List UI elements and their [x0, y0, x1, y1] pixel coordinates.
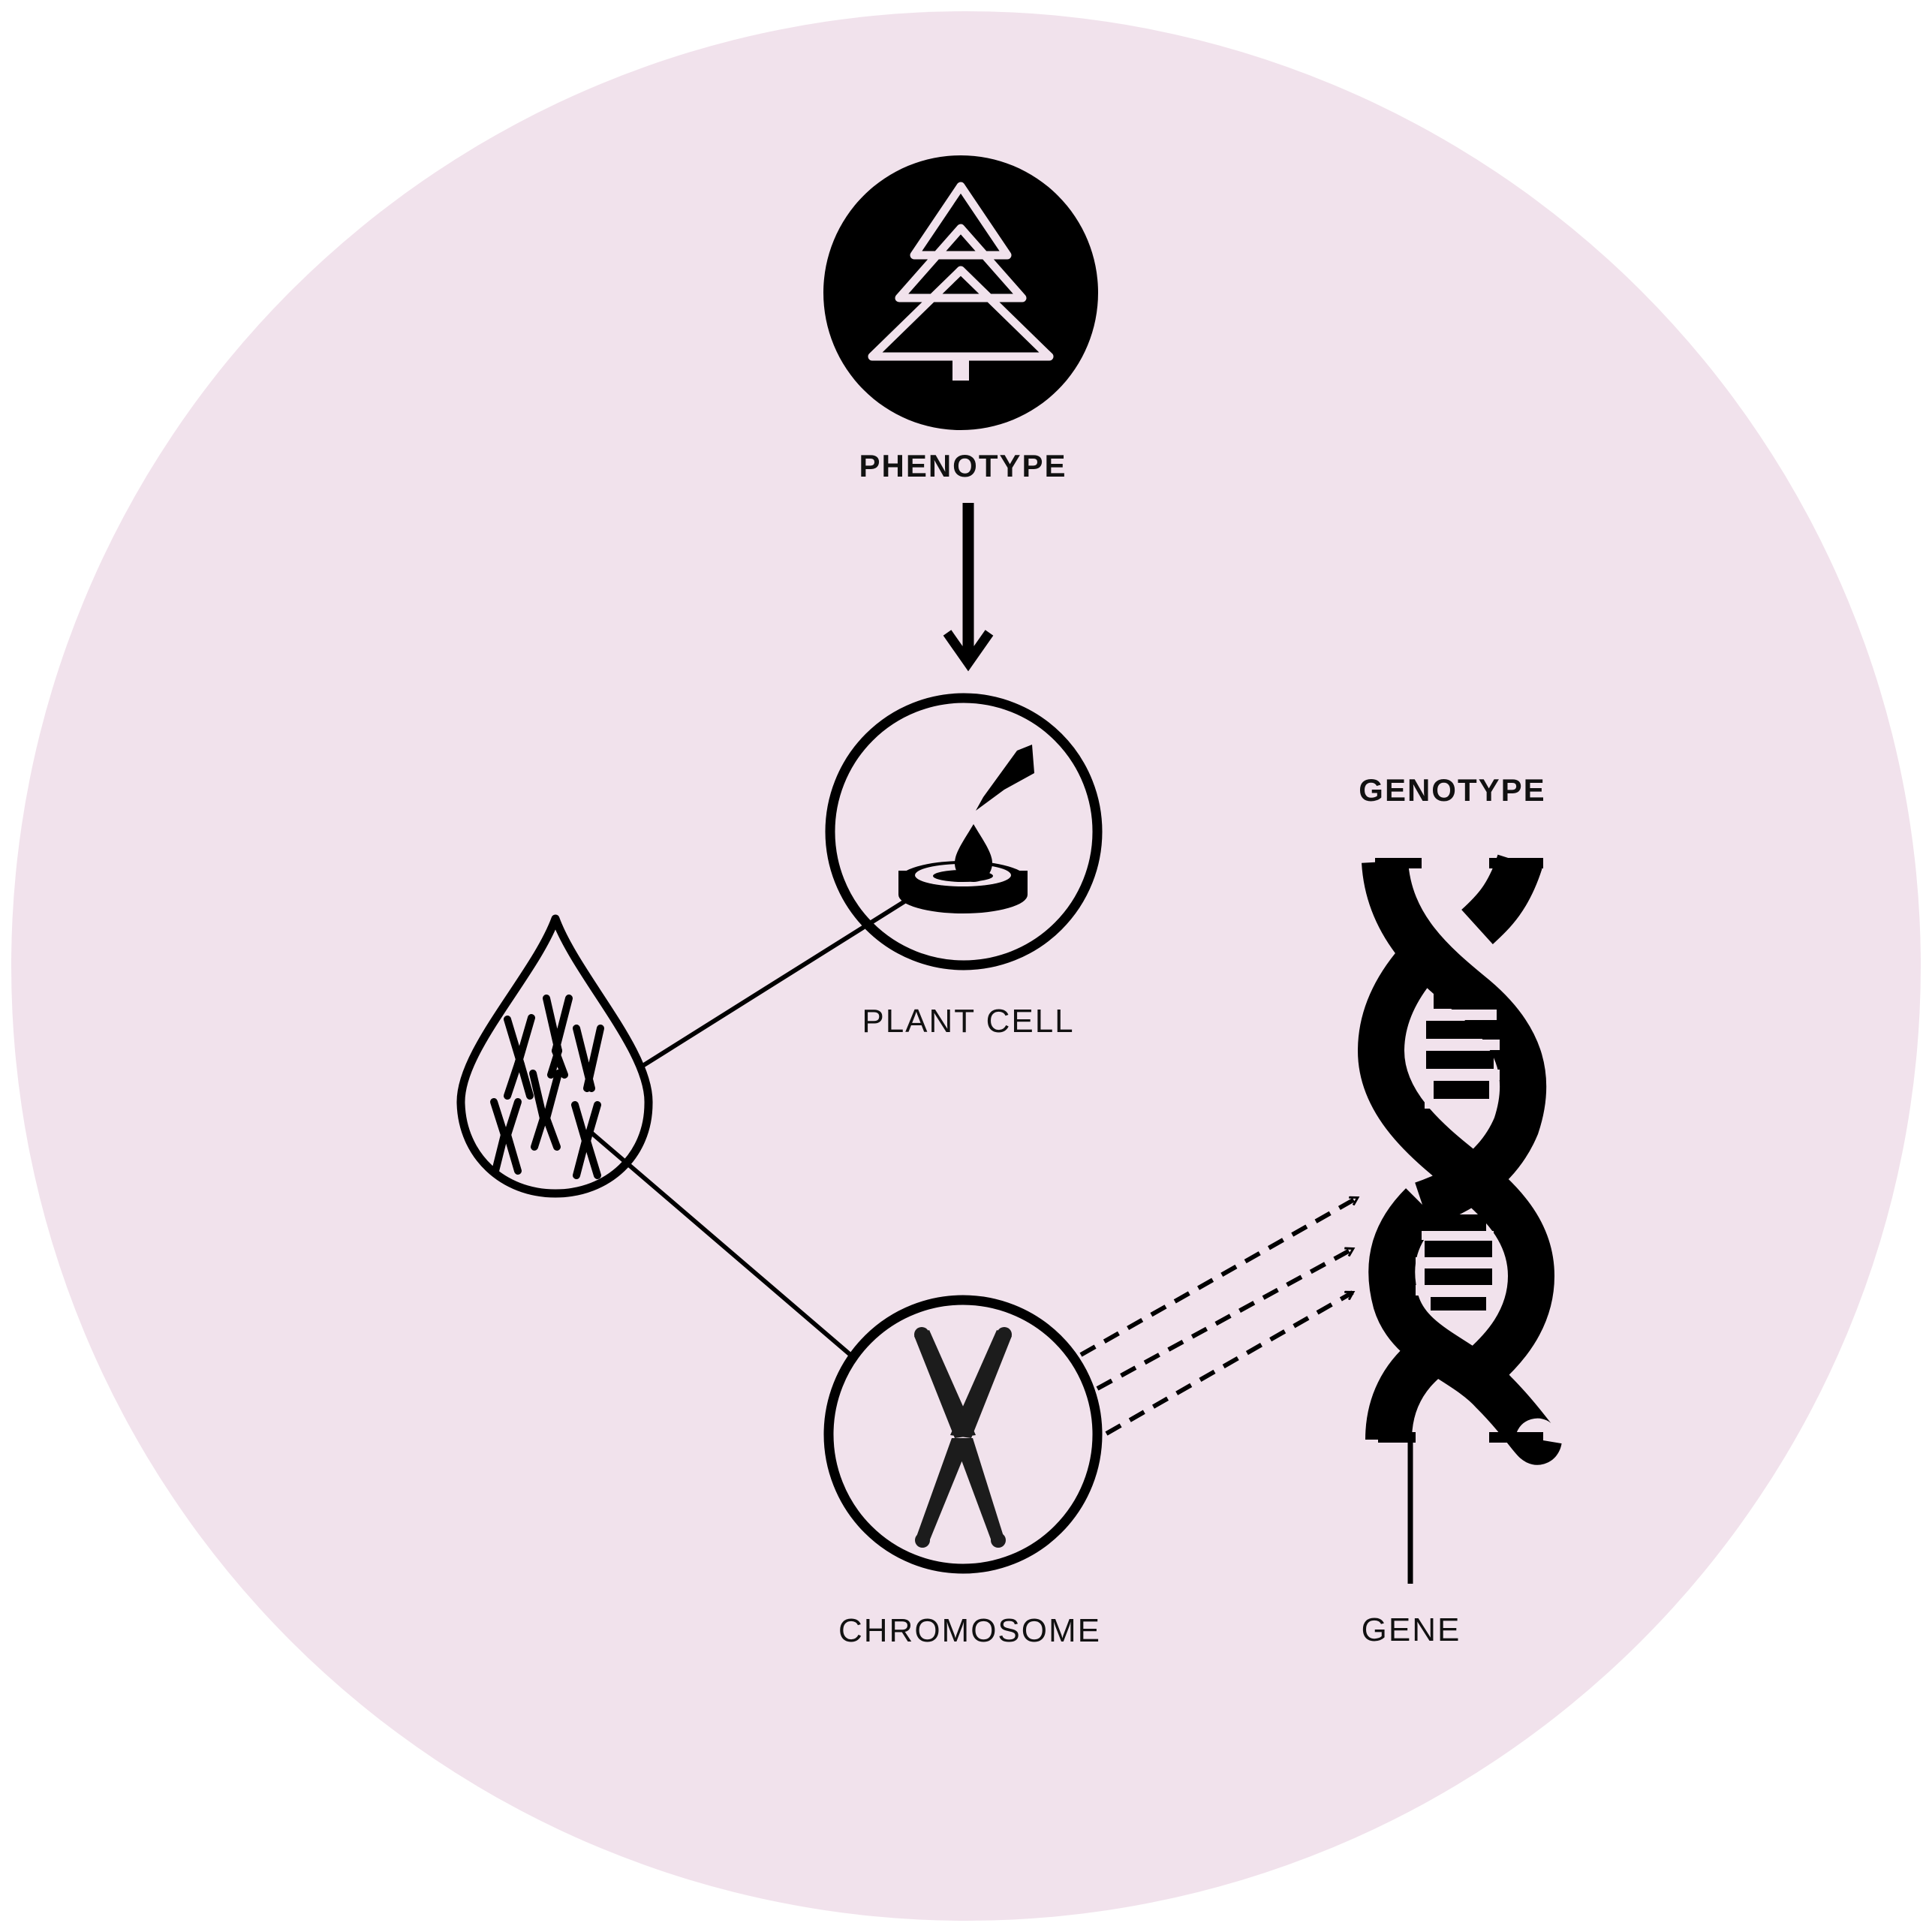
chromosome-node: CHROMOSOME [823, 1295, 1103, 1649]
phenotype-node: PHENOTYPE [823, 155, 1098, 483]
tree-icon [868, 182, 1054, 381]
droplet-outline [456, 914, 653, 1198]
plant-cell-circle [825, 693, 1103, 971]
dropper-petri-dish-icon [898, 745, 1034, 913]
plant-cell-node: PLANT CELL [825, 693, 1103, 1040]
droplet-to-chromosome-line [586, 1127, 852, 1357]
chromosome-circle [823, 1295, 1103, 1574]
plant-cell-label: PLANT CELL [862, 1003, 1074, 1040]
chromosome-to-gene-arrows [1079, 1196, 1357, 1436]
dashed-arrow-middle [1096, 1247, 1353, 1391]
chromosome-icon [914, 1327, 1012, 1548]
phenotype-circle [823, 155, 1098, 430]
genotype-label: GENOTYPE [1359, 772, 1545, 808]
mini-chromosomes [490, 995, 604, 1179]
dashed-arrow-bottom [1105, 1290, 1353, 1436]
gene-label: GENE [1362, 1612, 1461, 1648]
phenotype-label: PHENOTYPE [859, 448, 1067, 483]
droplet-to-plant-cell-line [639, 897, 910, 1070]
phenotype-to-plant-cell-arrow [943, 503, 994, 672]
chromosome-label: CHROMOSOME [838, 1612, 1101, 1649]
droplet-sample-icon [456, 914, 653, 1198]
